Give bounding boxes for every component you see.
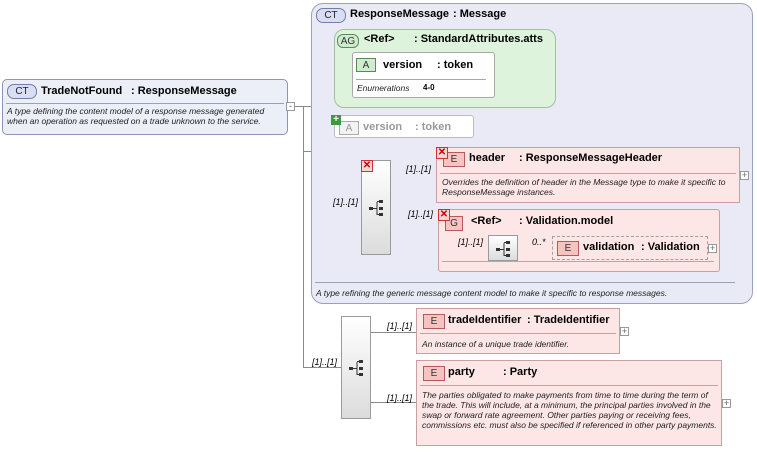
divider <box>6 103 284 104</box>
added-icon: + <box>331 115 341 125</box>
header-type: : ResponseMessageHeader <box>519 152 663 164</box>
attribute-icon: A <box>339 121 359 135</box>
divider <box>420 385 718 386</box>
complex-type-icon: CT <box>316 8 346 23</box>
validation-name: validation <box>583 241 635 253</box>
connector-line <box>303 151 311 152</box>
expand-icon[interactable]: - <box>286 102 295 111</box>
divider <box>442 261 714 262</box>
validation-group-multiplicity: [1]..[1] <box>408 209 434 219</box>
base-type-name: ResponseMessage <box>350 8 450 20</box>
inner-sequence-multiplicity: [1]..[1] <box>333 197 359 207</box>
base-type-base: : Message <box>453 8 507 20</box>
party-name: party <box>448 366 475 378</box>
outer-sequence-multiplicity: [1]..[1] <box>312 357 338 367</box>
root-description: A type defining the content model of a r… <box>7 106 265 126</box>
validation-type: : Validation <box>641 241 700 253</box>
root-complex-type-box[interactable]: CT TradeNotFound : ResponseMessage A typ… <box>2 79 288 135</box>
sequence-icon <box>348 359 366 377</box>
trade-identifier-type: : TradeIdentifier <box>527 314 610 326</box>
header-name: header <box>469 152 506 164</box>
trade-identifier-element-box[interactable]: E tradeIdentifier : TradeIdentifier An i… <box>416 308 620 354</box>
party-multiplicity: [1]..[1] <box>387 393 413 403</box>
root-type-name: TradeNotFound <box>41 85 123 97</box>
header-element-box[interactable]: E header : ResponseMessageHeader Overrid… <box>436 147 740 203</box>
element-icon: E <box>423 314 445 329</box>
attribute-icon: A <box>356 58 376 72</box>
header-description: Overrides the definition of header in th… <box>442 177 726 197</box>
header-multiplicity: [1]..[1] <box>406 164 432 174</box>
expand-icon[interactable]: + <box>708 243 717 253</box>
trade-identifier-description: An instance of a unique trade identifier… <box>422 339 570 349</box>
attribute-group-icon: AG <box>337 34 359 48</box>
trade-identifier-name: tradeIdentifier <box>448 314 522 326</box>
added-attribute-box[interactable]: A version : token <box>334 115 474 138</box>
connector-line <box>303 367 341 368</box>
sequence-icon <box>368 199 386 217</box>
expand-icon[interactable]: + <box>740 170 749 180</box>
divider <box>440 173 736 174</box>
validation-group-name: : Validation.model <box>519 215 614 227</box>
enumerations-label: Enumerations <box>357 83 410 93</box>
outer-sequence-compositor[interactable] <box>341 316 371 419</box>
enumeration-value: 4-0 <box>423 83 435 92</box>
party-element-box[interactable]: E party : Party The parties obligated to… <box>416 360 722 446</box>
trade-identifier-multiplicity: [1]..[1] <box>387 321 413 331</box>
connector-line <box>370 402 416 403</box>
attribute-name: version <box>383 59 423 71</box>
attribute-group-name: : StandardAttributes.atts <box>414 33 543 45</box>
sequence-icon <box>495 240 513 258</box>
connector-line <box>303 106 304 368</box>
root-type-base: : ResponseMessage <box>131 85 237 97</box>
party-type: : Party <box>503 366 538 378</box>
attribute-type: : token <box>437 59 474 71</box>
attribute-group-ref: <Ref> <box>364 33 395 45</box>
element-icon: E <box>557 241 579 256</box>
element-icon: E <box>443 152 465 167</box>
complex-type-icon: CT <box>7 84 37 99</box>
validation-sequence-compositor[interactable] <box>488 235 518 261</box>
validation-multiplicity: 0..* <box>532 237 546 247</box>
expand-icon[interactable]: + <box>620 326 629 336</box>
validation-sequence-multiplicity: [1]..[1] <box>458 237 484 247</box>
party-description: The parties obligated to make payments f… <box>422 390 717 430</box>
expand-icon[interactable]: + <box>722 398 731 408</box>
added-attribute-name: version <box>363 121 403 133</box>
divider <box>420 333 616 334</box>
removed-icon: ✕ <box>436 147 448 159</box>
added-attribute-type: : token <box>415 121 452 133</box>
attribute-box[interactable]: A version : token Enumerations 4-0 <box>352 52 495 98</box>
element-icon: E <box>423 366 445 381</box>
validation-element-box[interactable]: E validation : Validation <box>552 236 708 260</box>
connector-line <box>370 332 416 333</box>
divider <box>356 79 486 80</box>
inner-sequence-compositor[interactable] <box>361 160 391 255</box>
removed-icon: ✕ <box>438 209 450 221</box>
removed-icon: ✕ <box>361 160 373 172</box>
validation-group-ref: <Ref> <box>471 215 502 227</box>
divider <box>315 282 735 283</box>
base-description: A type refining the generic message cont… <box>316 288 668 298</box>
